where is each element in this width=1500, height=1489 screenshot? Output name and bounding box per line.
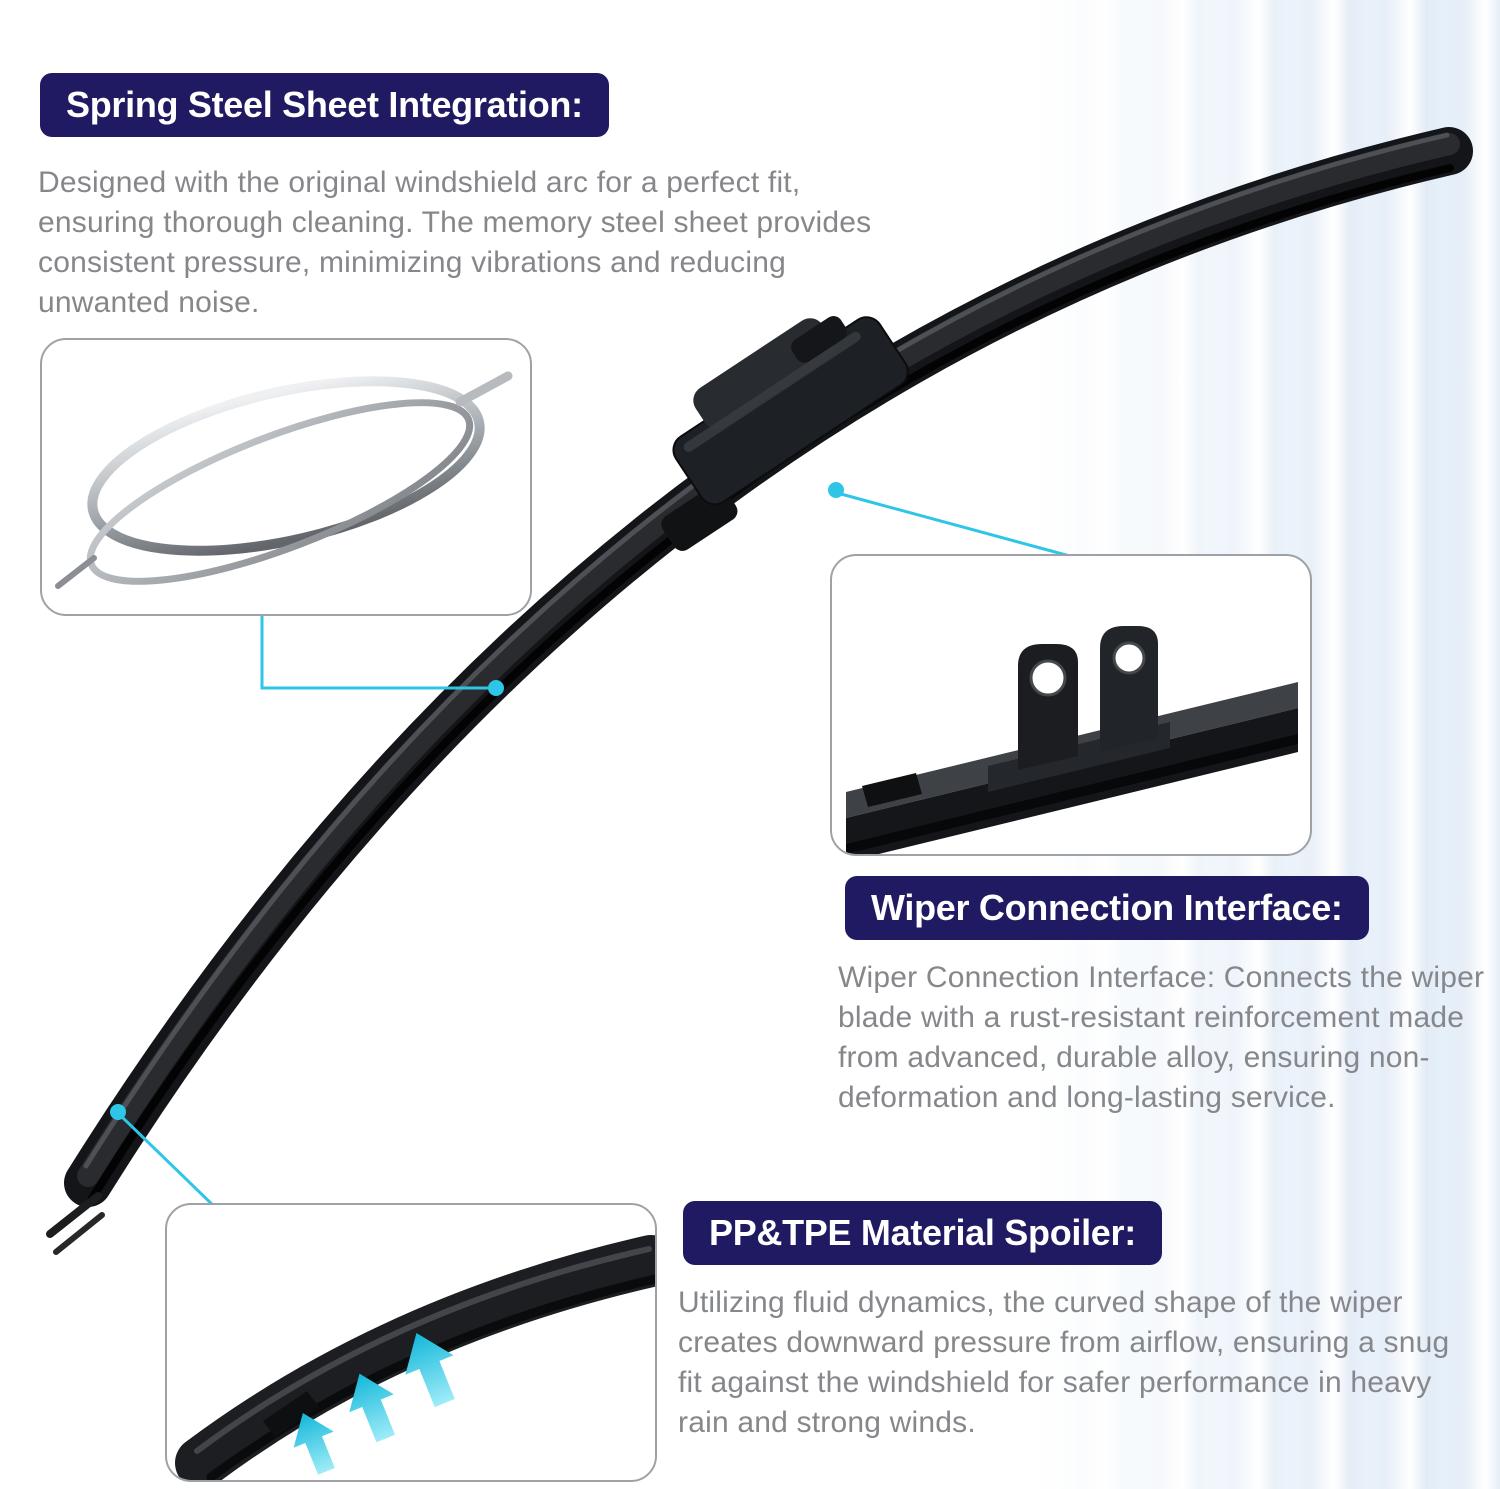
connector-dot-spring [488, 680, 504, 696]
blade-adapter [661, 316, 909, 551]
spring-steel-sheets-closeup [55, 371, 513, 589]
airflow-arrows [293, 1332, 455, 1475]
connection-section-description: Wiper Connection Interface: Connects the… [838, 961, 1485, 1114]
airflow-arrow-icon [349, 1373, 396, 1443]
connector-line-spring [260, 614, 490, 690]
connector-line-adapter [840, 492, 1093, 564]
airflow-arrow-icon [405, 1332, 455, 1408]
connector-dot-adapter [828, 482, 844, 498]
bracket-hole [1029, 659, 1067, 697]
connector-claw-bracket [988, 626, 1170, 792]
bracket-hole [1112, 641, 1146, 675]
connector-line-spoiler [119, 1114, 222, 1214]
spring-section-title: Spring Steel Sheet Integration: [40, 73, 609, 137]
spoiler-photo-box [165, 1203, 657, 1482]
spring-steel-sheets [55, 371, 513, 589]
airflow-arrow-icon [293, 1412, 335, 1475]
spring-steel-photo-box [40, 338, 532, 616]
spring-section-description: Designed with the original windshield ar… [38, 166, 872, 319]
connector-bracket-closeup [846, 626, 1298, 854]
spoiler-section-description: Utilizing fluid dynamics, the curved sha… [678, 1286, 1450, 1439]
blade-end-cap [46, 1192, 105, 1255]
connection-section-title: Wiper Connection Interface: [845, 876, 1369, 940]
connector-dot-spoiler [110, 1104, 126, 1120]
connector-photo-box [830, 554, 1312, 856]
callout-connectors [110, 482, 1093, 1214]
spoiler-airflow-closeup [175, 1235, 655, 1480]
spoiler-section-title: PP&TPE Material Spoiler: [683, 1201, 1162, 1265]
